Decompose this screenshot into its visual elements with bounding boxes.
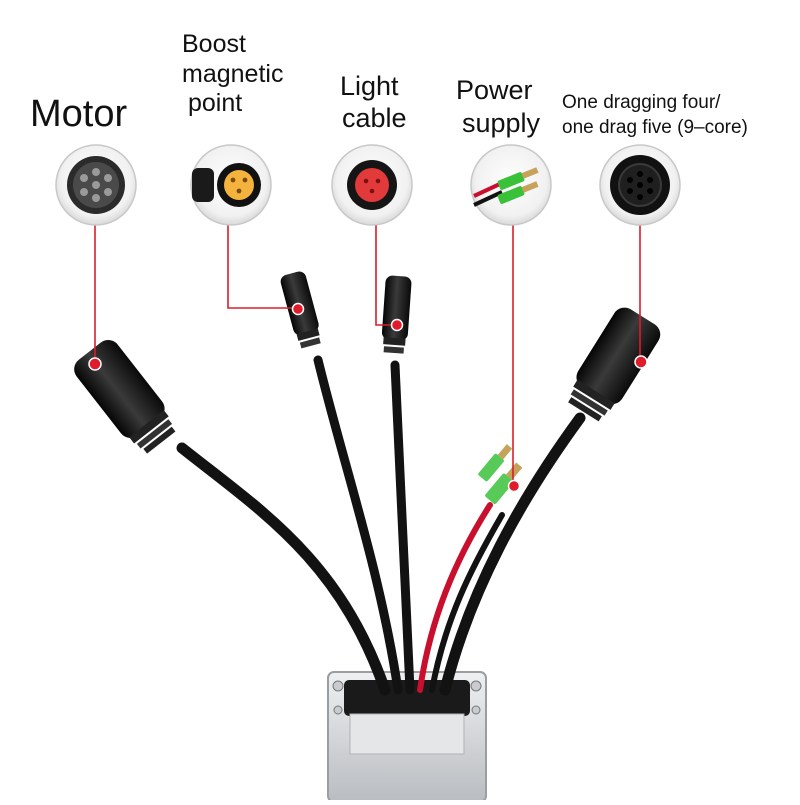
- motor-connector-icon: [55, 144, 137, 226]
- label-drag-line-2: one drag five (9–core): [562, 116, 748, 138]
- callout-lines: [94, 220, 641, 486]
- controller-housing: [327, 671, 487, 803]
- cables: [176, 355, 586, 696]
- label-power: Power supply: [456, 74, 540, 141]
- callout-dots: [88, 302, 648, 493]
- boost-callout-line: [227, 222, 298, 309]
- power-terminal: [478, 444, 523, 504]
- drag-cable: [439, 412, 586, 696]
- drag-dot: [634, 355, 648, 369]
- label-light: Light cable: [340, 70, 407, 135]
- label-power-line-1: Power: [456, 75, 533, 105]
- label-boost-line-1: Boost: [182, 30, 246, 58]
- boost-dot: [291, 302, 305, 316]
- label-boost: Boost magnetic point: [182, 30, 283, 119]
- light-dot: [390, 318, 404, 332]
- light-plug: [381, 275, 412, 354]
- light-connector-icon: [331, 144, 413, 226]
- label-power-line-2: supply: [462, 108, 541, 139]
- nine-core-connector-icon: [599, 144, 681, 226]
- motor-dot: [88, 357, 102, 371]
- label-boost-line-2: magnetic: [182, 59, 284, 88]
- light-callout-line: [375, 220, 396, 326]
- drag-plug: [568, 307, 661, 422]
- black-power-wire: [429, 512, 505, 693]
- label-light-line-1: Light: [340, 71, 399, 101]
- label-boost-line-3: point: [188, 89, 243, 117]
- motor-cable: [176, 442, 391, 696]
- label-motor: Motor: [30, 95, 127, 134]
- label-drag-line-1: One dragging four/: [562, 92, 721, 113]
- label-drag: One dragging four/ one drag five (9–core…: [562, 91, 748, 140]
- light-cable: [390, 360, 415, 695]
- label-light-line-2: cable: [342, 103, 407, 134]
- red-power-wire: [417, 502, 493, 693]
- boost-connector-icon: [190, 144, 272, 226]
- label-motor-text: Motor: [30, 93, 128, 135]
- motor-plug: [74, 339, 176, 454]
- boost-cable: [313, 355, 403, 695]
- power-dot: [507, 479, 521, 493]
- power-terminal-icon: [470, 144, 552, 226]
